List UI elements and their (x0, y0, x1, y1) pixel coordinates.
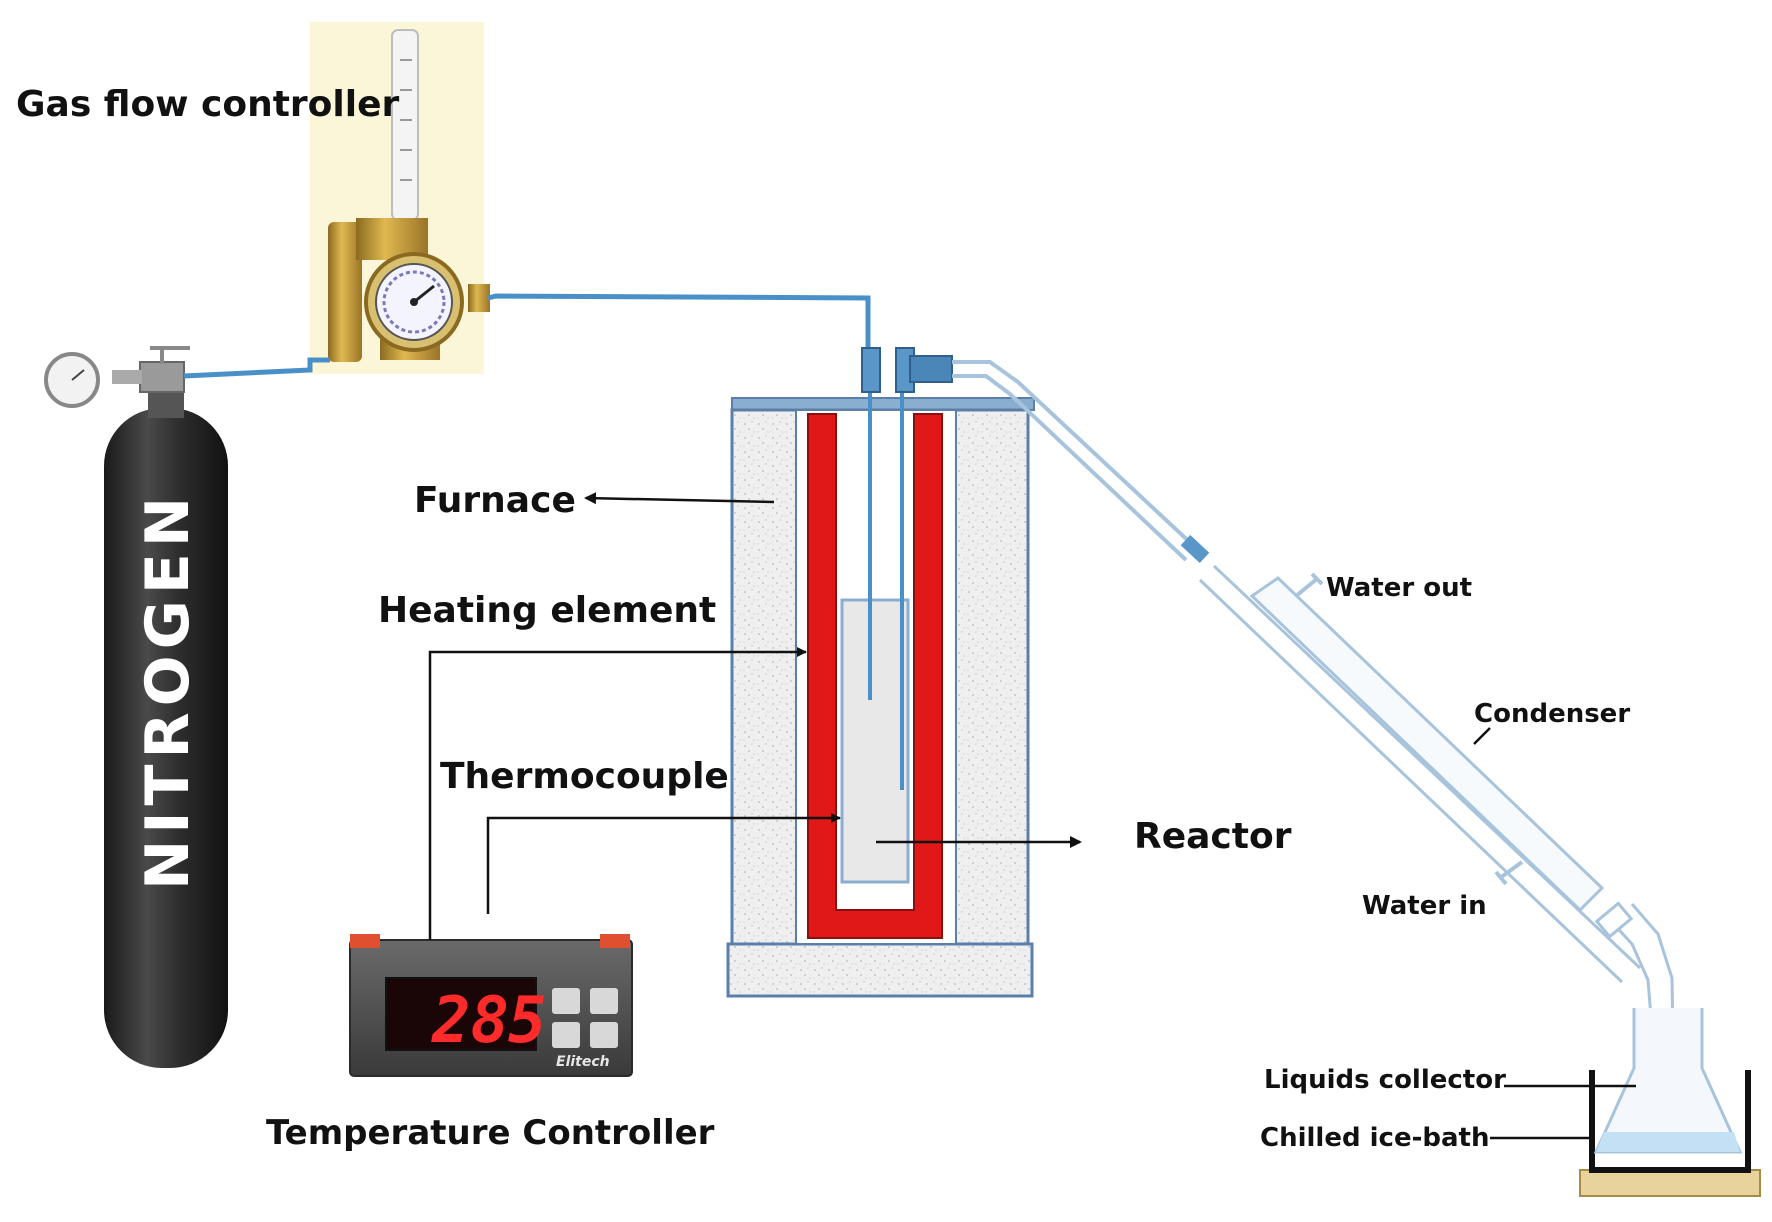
thermocouple-label: Thermocouple (440, 756, 729, 797)
liquids-collector-label: Liquids collector (1264, 1065, 1506, 1095)
heating-element-label: Heating element (378, 590, 716, 631)
heating-element-arrow (428, 647, 807, 940)
chilled-ice-bath-label: Chilled ice-bath (1260, 1123, 1489, 1153)
reactor-vessel-icon (840, 598, 910, 884)
cylinder-label: NITROGEN (133, 491, 203, 890)
temperature-controller-icon (349, 934, 633, 1077)
furnace-label: Furnace (414, 480, 576, 521)
ice-bath-icon (1579, 1070, 1761, 1197)
liquids-collector-flask-icon (1593, 1008, 1743, 1154)
water-out-label: Water out (1326, 573, 1472, 603)
gas-flow-controller-label: Gas flow controller (16, 84, 400, 125)
nitrogen-cylinder-icon: NITROGEN (44, 346, 228, 1068)
controller-brand: Elitech (556, 1054, 610, 1070)
condenser-label: Condenser (1474, 699, 1630, 729)
temperature-controller-label: Temperature Controller (266, 1113, 715, 1153)
water-in-label: Water in (1362, 891, 1487, 921)
vapor-outlet-tube (952, 360, 1198, 562)
furnace-icon (726, 347, 1035, 998)
condenser-icon (1198, 564, 1676, 1105)
controller-unit-glyph: 5 (508, 984, 547, 1058)
condenser-leader (1473, 727, 1491, 745)
thermocouple-arrow (486, 813, 841, 914)
gas-flow-controller-icon (310, 22, 490, 374)
reactor-label: Reactor (1134, 816, 1292, 857)
furnace-arrow (584, 492, 775, 505)
leader-lines (428, 492, 1636, 1140)
gas-line (183, 293, 871, 379)
controller-reading: 28 (431, 984, 509, 1058)
heating-element-icon (807, 413, 943, 939)
